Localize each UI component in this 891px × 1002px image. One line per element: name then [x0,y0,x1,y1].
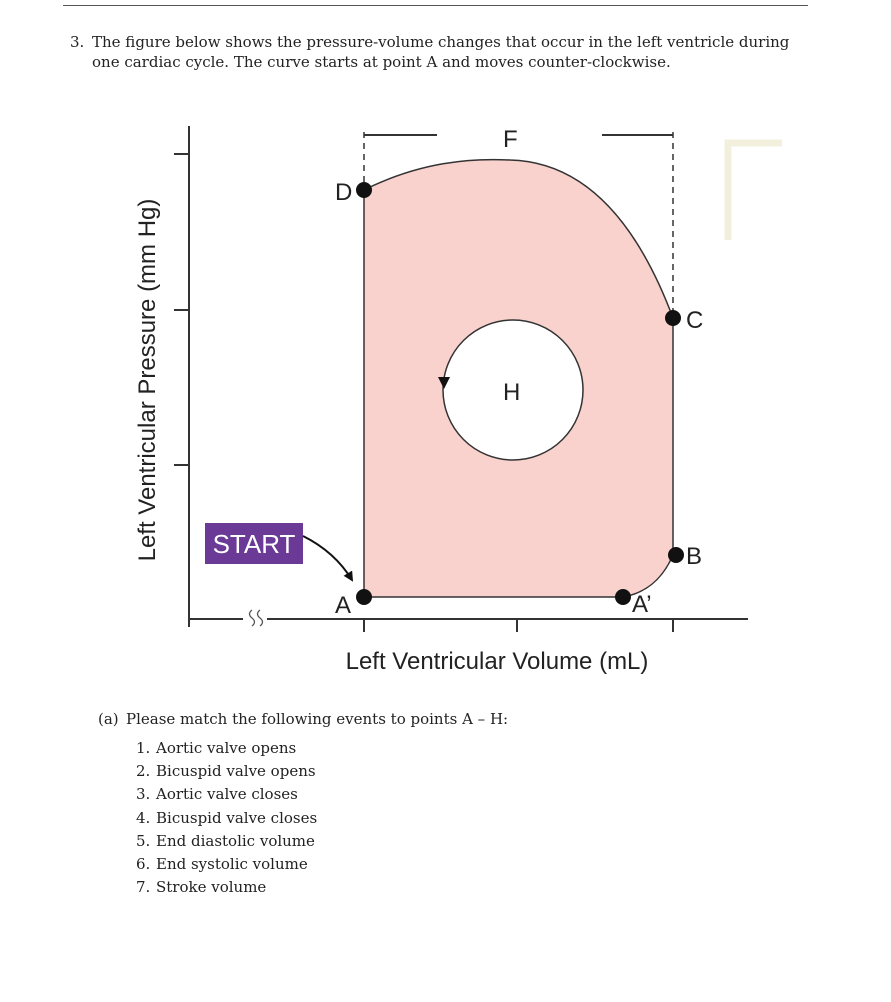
point-d-label: D [335,179,352,206]
inner-circle [442,319,584,461]
point-a-marker [356,589,372,605]
list-item: 7.Stroke volume [136,878,267,897]
list-item: 3.Aortic valve closes [136,785,298,804]
point-c-marker [665,310,681,326]
header-rule [63,5,808,6]
start-label: START [213,529,296,559]
list-item: 2.Bicuspid valve opens [136,762,316,781]
list-item: 4.Bicuspid valve closes [136,808,318,827]
list-item: 1.Aortic valve opens [136,739,297,757]
start-box [205,523,303,564]
point-a-label: A [335,592,351,619]
point-b-label: B [686,543,702,570]
x-axis-label: Left Ventricular Volume (mL) [346,648,649,675]
axis-break-icon [243,609,267,627]
events-list: 1.Aortic valve opens 2.Bicuspid valve op… [136,738,317,900]
point-f-label: F [503,126,518,153]
point-a-prime-label: A’ [632,591,652,618]
start-arrow [302,535,354,582]
part-a-prompt: Please match the following events to poi… [126,710,509,728]
point-c-label: C [686,307,703,334]
point-h-label: H [503,379,520,406]
question-text: The figure below shows the pressure-volu… [92,33,790,71]
list-item: 6.End systolic volume [136,854,308,873]
point-b-marker [668,547,684,563]
list-item: 5.End diastolic volume [136,831,315,850]
y-axis-label: Left Ventricular Pressure (mm Hg) [134,199,161,562]
point-a-prime-marker [615,589,631,605]
faint-corner-mark [724,139,782,240]
circle-direction-arrow-icon [438,377,450,389]
question-number: 3. [70,33,85,51]
point-d-marker [356,182,372,198]
question-3: 3. The figure below shows the pressure-v… [70,32,790,72]
part-a-label: (a) [98,710,119,728]
